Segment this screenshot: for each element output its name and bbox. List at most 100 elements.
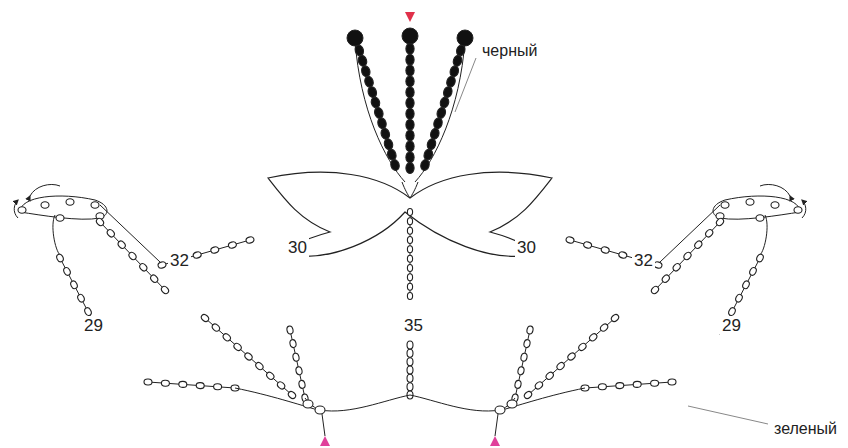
bead [755,253,764,263]
wire [495,414,498,436]
wire [322,414,325,436]
bead [514,380,522,389]
callout-number: 32 [632,251,655,270]
bead [144,379,152,386]
bead [406,130,414,141]
wire [528,318,615,395]
bead [407,227,412,234]
bead [748,266,757,276]
bead [407,246,412,253]
bead [210,246,219,254]
bead [95,217,105,227]
callout-number: 29 [82,316,105,335]
bead [160,285,170,295]
bead [556,361,566,371]
bead [402,28,418,44]
wire [356,40,395,165]
bead [213,384,221,391]
bead [373,106,384,119]
bead [149,274,159,284]
wire [60,258,95,325]
bead [69,280,78,290]
bead [406,87,414,98]
bead [452,54,463,67]
bead [495,406,505,414]
start-arrow [320,436,330,446]
bead [128,251,138,261]
bead [406,65,414,76]
bead [407,358,413,366]
wire [320,395,410,411]
bead [616,382,624,389]
bead [771,202,779,208]
bead [193,251,202,259]
bead [423,148,434,161]
bead [545,371,555,381]
bead [287,390,297,400]
bead [517,366,525,375]
bead [292,353,300,362]
bead [672,262,682,272]
callout-number: 30 [515,238,538,257]
bead [298,380,306,389]
wire [425,40,464,165]
bead [407,255,412,262]
leader-line [455,58,476,112]
bead [138,262,148,272]
bead [756,215,764,221]
bead [406,108,414,119]
bead [661,274,671,284]
wire [515,330,530,398]
left-leaf-group [14,184,410,436]
bead [618,251,627,259]
bead [598,384,606,391]
bead [577,342,587,352]
bead [18,207,26,213]
twist-arrow [14,200,18,218]
bead [62,266,71,276]
wire [655,222,720,290]
wire [100,205,160,262]
bead [436,106,447,119]
bead [406,163,414,174]
bead [367,86,378,99]
bead [406,119,414,130]
bead [407,274,412,281]
start-arrow [490,436,500,446]
bead [523,390,533,400]
bead [721,202,729,208]
bead [445,75,456,88]
callout-number: 29 [720,316,743,335]
bead [196,382,204,389]
bead [442,86,453,99]
bead [693,240,703,250]
bead [650,285,660,295]
right-leaf-group [410,184,806,436]
bead [406,54,414,65]
bead [746,199,754,205]
bead [526,325,534,334]
bead [41,202,49,208]
wire [205,318,292,395]
bead [91,202,99,208]
bead [55,253,64,263]
bead [407,341,413,349]
twist-arrow [802,200,806,218]
bead [650,380,658,387]
bead [383,138,394,151]
bead [704,228,714,238]
bead [360,65,371,78]
callout-number: 30 [286,238,309,257]
bead [357,54,368,67]
bead [407,374,413,382]
wire [725,258,760,325]
petal-join [402,182,418,198]
bead [588,332,598,342]
wire [100,222,165,290]
color-label: зеленый [772,420,839,438]
bead [363,75,374,88]
bead [794,207,802,213]
bead [507,400,517,408]
bead [668,379,676,386]
bead [161,380,169,387]
